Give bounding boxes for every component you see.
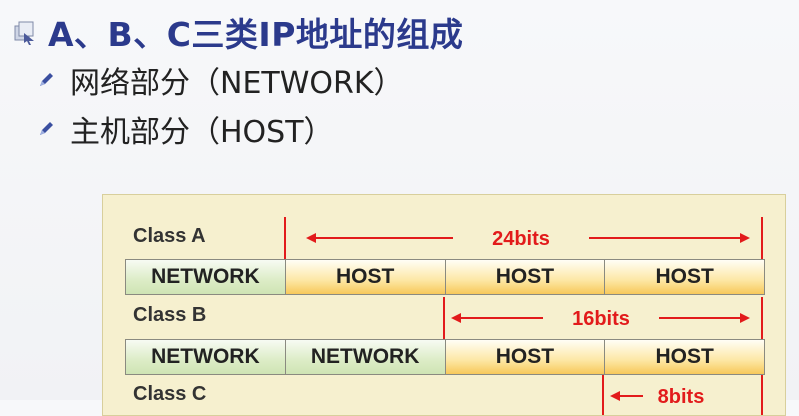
class-c-bits-label: 8bits	[658, 386, 705, 408]
class-a-cell-2: HOST	[285, 260, 446, 294]
pencil-icon	[40, 73, 53, 86]
ip-class-diagram: Class A NETWORK HOST HOST HOST Class B N…	[102, 194, 786, 416]
slide-bullet-icon	[14, 21, 34, 45]
class-a-row: NETWORK HOST HOST HOST	[125, 259, 765, 295]
class-a-cell-1: NETWORK	[126, 260, 286, 294]
class-a-bits-label: 24bits	[492, 228, 550, 250]
bullet-text: 网络部分（NETWORK）	[70, 66, 404, 101]
class-b-row: NETWORK NETWORK HOST HOST	[125, 339, 765, 375]
class-b-bits-label: 16bits	[572, 308, 630, 330]
bit-span-arrows: 24bits 16bits 8bits	[284, 217, 763, 415]
class-a-label: Class A	[133, 225, 206, 247]
bullet-host: 主机部分（HOST）	[36, 107, 334, 151]
slide-title: A、B、C三类IP地址的组成	[48, 15, 464, 54]
class-a-cell-4: HOST	[605, 260, 764, 294]
class-b-cell-4: HOST	[605, 340, 764, 374]
bullet-network: 网络部分（NETWORK）	[36, 58, 404, 102]
bullet-text: 主机部分（HOST）	[70, 115, 334, 150]
class-b-label: Class B	[133, 304, 207, 326]
pencil-icon	[40, 122, 53, 135]
class-a-cell-3: HOST	[445, 260, 606, 294]
class-b-cell-3: HOST	[445, 340, 606, 374]
slide-title-row: A、B、C三类IP地址的组成	[12, 10, 463, 54]
class-b-cell-2: NETWORK	[285, 340, 446, 374]
class-b-cell-1: NETWORK	[126, 340, 286, 374]
